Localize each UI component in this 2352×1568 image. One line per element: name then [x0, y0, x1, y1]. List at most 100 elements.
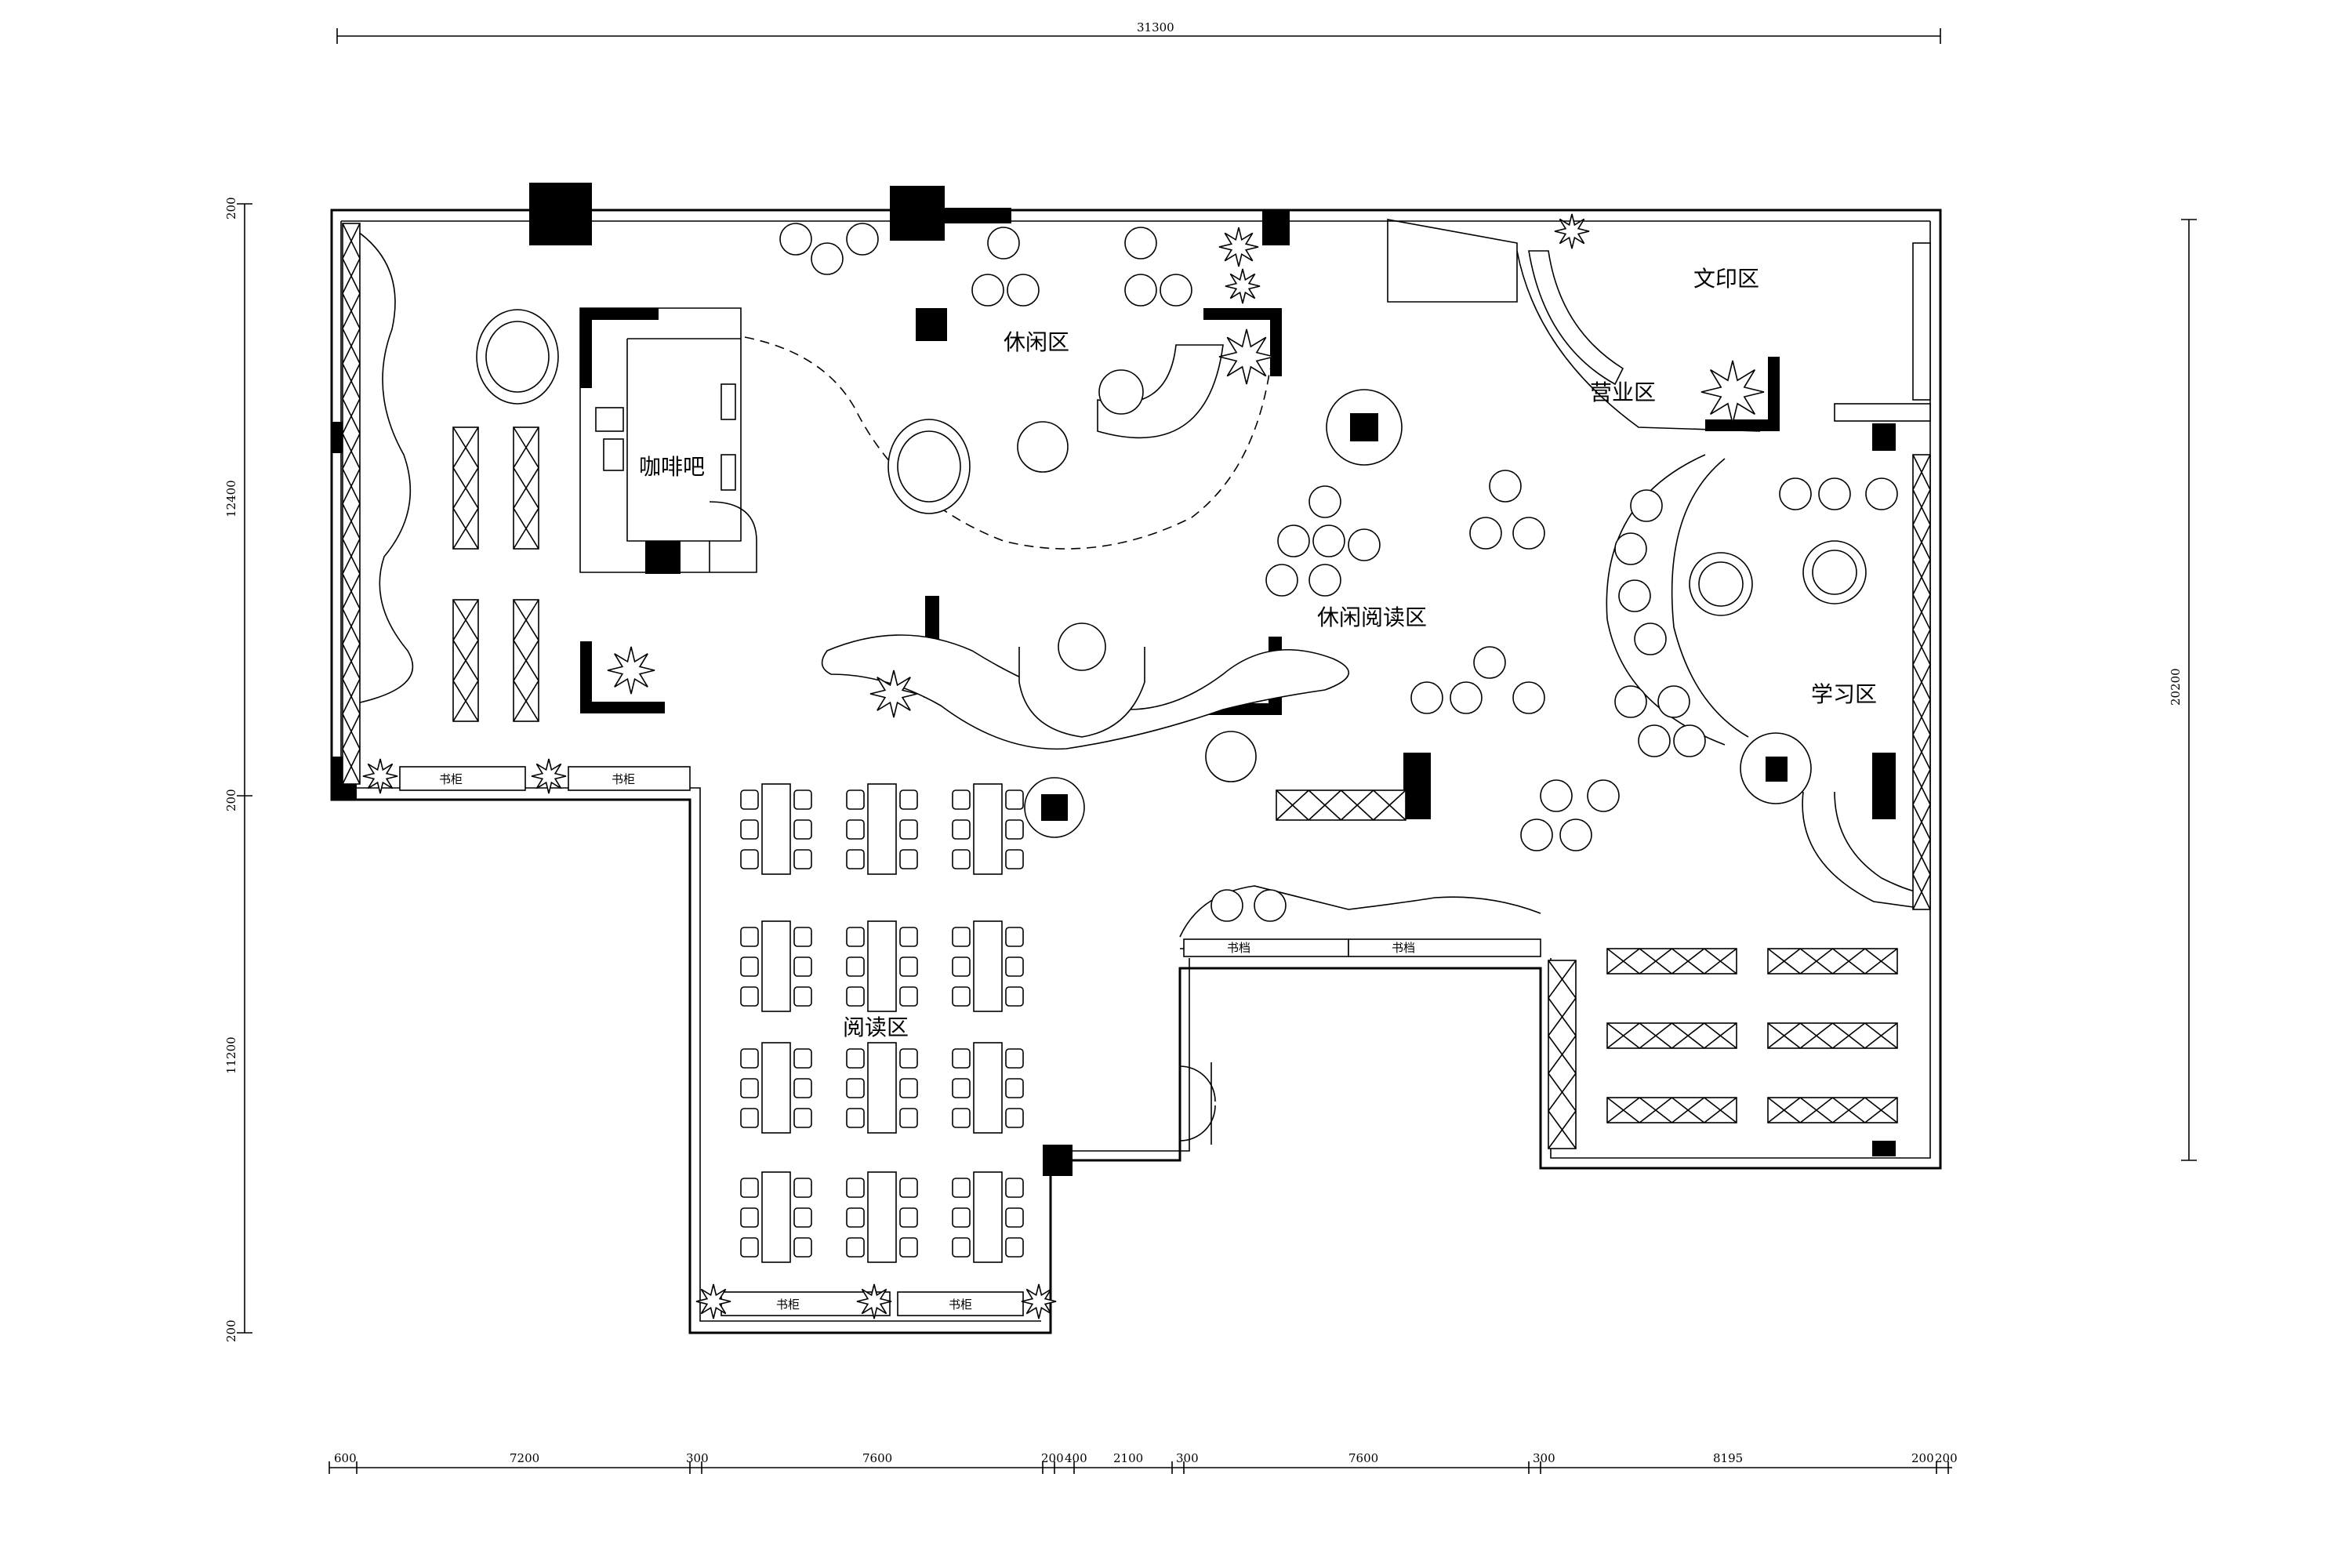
shelf-hatch: [1864, 948, 1898, 975]
reading-table: [761, 1042, 791, 1134]
shelf-hatch: [342, 678, 361, 714]
label-bookshelf-a: 书柜: [439, 772, 463, 786]
plant-icon: [1218, 328, 1275, 385]
shelf-hatch: [1373, 789, 1406, 821]
chair: [1614, 532, 1647, 565]
chair: [1818, 477, 1851, 510]
bookshelf-strips: 书柜 书柜 书柜 书柜 书档 书档: [399, 766, 1541, 1316]
chair: [1673, 724, 1706, 757]
dim-bottom-5: 400: [1065, 1451, 1087, 1465]
chair: [1005, 819, 1024, 840]
shelf-hatch: [1912, 559, 1931, 595]
chair: [1005, 986, 1024, 1007]
chair: [846, 1237, 865, 1258]
chair: [899, 1207, 918, 1228]
shelf-hatch: [513, 599, 539, 641]
chair: [1124, 227, 1157, 260]
chair: [1005, 927, 1024, 947]
chair: [1865, 477, 1898, 510]
chair: [1450, 681, 1483, 714]
shelf-hatch: [1799, 1022, 1833, 1049]
chair: [1618, 579, 1651, 612]
dim-bottom-10: 8195: [1713, 1451, 1743, 1465]
shelf-hatch: [342, 643, 361, 680]
shelf-hatch: [342, 503, 361, 539]
chair: [899, 1078, 918, 1098]
chair: [899, 789, 918, 810]
dim-bottom-11: 200: [1911, 1451, 1934, 1465]
chair: [779, 223, 812, 256]
plant-icon: [869, 670, 918, 718]
chair: [740, 819, 759, 840]
print-business-zone: 文印区 营业区: [1387, 219, 1931, 432]
reading-table: [973, 920, 1003, 1012]
dim-left-t2: 200: [224, 789, 238, 811]
shelf-hatch: [1340, 789, 1374, 821]
chair: [952, 1048, 971, 1069]
chair: [899, 819, 918, 840]
shelf-hatch: [1704, 1022, 1737, 1049]
shelf-hatch: [342, 538, 361, 575]
chair: [1005, 1178, 1024, 1198]
zone-label-reading: 阅读区: [843, 1014, 909, 1040]
chair: [952, 927, 971, 947]
label-bookshelf-b: 书柜: [612, 772, 635, 786]
plant-icon: [607, 646, 655, 695]
reading-table: [761, 920, 791, 1012]
shelf-hatch: [342, 293, 361, 329]
chair: [1520, 818, 1553, 851]
chair: [1005, 789, 1024, 810]
reading-table: [973, 1171, 1003, 1263]
chair: [1005, 1207, 1024, 1228]
plant-icon: [1225, 268, 1261, 304]
shelf-hatch: [1864, 1097, 1898, 1123]
shelf-hatch: [1548, 1110, 1577, 1149]
reading-table: [761, 783, 791, 875]
shelf-hatch: [342, 608, 361, 644]
shelf-hatch: [1671, 948, 1705, 975]
shelf-hatch: [513, 467, 539, 509]
shelf-hatch: [342, 223, 361, 260]
shelf-hatch: [1912, 804, 1931, 840]
shelf-hatch: [1606, 1022, 1640, 1049]
dim-left-t1: 200: [224, 197, 238, 220]
chair: [952, 849, 971, 869]
shelf-hatch: [1912, 594, 1931, 630]
chair: [1005, 849, 1024, 869]
reading-table: [867, 1171, 897, 1263]
plant-icon: [1700, 360, 1765, 424]
chair: [811, 242, 844, 275]
chair: [846, 849, 865, 869]
shelf-hatch: [452, 467, 479, 509]
chair: [793, 1048, 812, 1069]
shelf-unit: [1767, 1097, 1898, 1123]
label-bookcase-2: 书档: [1392, 941, 1415, 955]
reading-table: [867, 1042, 897, 1134]
shelf-hatch: [452, 426, 479, 469]
chair: [1308, 485, 1341, 518]
shelf-hatch: [1606, 948, 1640, 975]
shelf-hatch: [342, 468, 361, 504]
chair: [1160, 274, 1192, 307]
dim-bottom-4: 200: [1041, 1451, 1064, 1465]
zone-label-leisure-reading: 休闲阅读区: [1317, 604, 1427, 630]
coffee-bar: 咖啡吧: [579, 307, 757, 573]
shelf-hatch: [1912, 769, 1931, 805]
chair: [1348, 528, 1381, 561]
dim-bottom-8: 7600: [1348, 1451, 1378, 1465]
shelf-hatch: [342, 328, 361, 365]
shelf-hatch: [1704, 1097, 1737, 1123]
reading-table: [973, 1042, 1003, 1134]
chair: [1308, 564, 1341, 597]
plant-icon: [695, 1283, 731, 1319]
chair: [1005, 1108, 1024, 1128]
chair: [740, 1207, 759, 1228]
shelf-hatch: [342, 748, 361, 785]
shelf-hatch: [1671, 1022, 1705, 1049]
shelf-unit: [1606, 1097, 1737, 1123]
chair: [740, 1237, 759, 1258]
shelf-hatch: [513, 680, 539, 722]
chair: [846, 956, 865, 977]
shelf-hatch: [513, 640, 539, 681]
chair: [899, 849, 918, 869]
